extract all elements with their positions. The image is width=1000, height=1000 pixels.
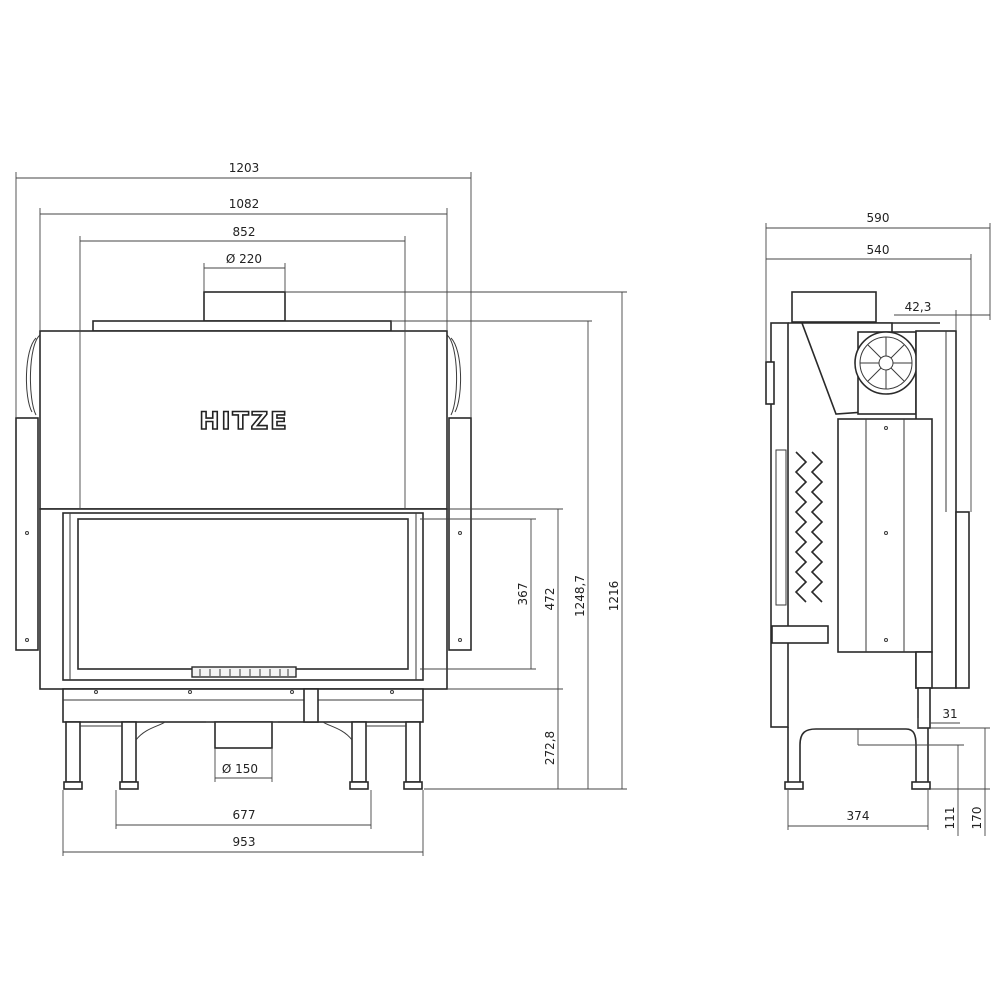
dim-glass-height: 367	[516, 583, 530, 606]
heat-exchanger	[775, 449, 824, 606]
front-legs	[63, 721, 423, 790]
glass-door	[77, 518, 409, 670]
dim-inlet-top-height: 170	[970, 807, 984, 830]
side-dimensions: 590 540 42,3 31 374 111 170	[765, 211, 991, 836]
dim-door-width: 852	[233, 225, 256, 239]
dim-rear-offset: 42,3	[905, 300, 932, 314]
air-inlet-duct	[214, 721, 273, 749]
dim-overall-depth: 590	[867, 211, 890, 225]
side-flue-collar	[791, 291, 877, 323]
dim-overall-height: 1216	[607, 581, 621, 612]
flue-collar	[203, 291, 286, 322]
dim-inlet-height: 111	[943, 807, 957, 830]
dim-flue-diameter: Ø 220	[226, 252, 262, 266]
dim-base-width: 953	[233, 835, 256, 849]
dim-body-depth: 540	[867, 243, 890, 257]
dim-base-height: 272,8	[543, 731, 557, 765]
front-dimensions: 1203 1082 852 Ø 220 367 472 272,8 1248,7	[15, 161, 627, 856]
upper-hood	[39, 330, 448, 510]
dim-overall-width: 1203	[229, 161, 260, 175]
base-plinth	[62, 688, 424, 723]
side-view	[765, 291, 970, 790]
dim-leg-spacing: 677	[233, 808, 256, 822]
ash-grate	[191, 666, 297, 678]
dim-foot-depth: 374	[847, 809, 870, 823]
dim-opening-height: 472	[543, 588, 557, 611]
top-rail	[92, 320, 392, 332]
dim-body-width: 1082	[229, 197, 260, 211]
brand-logo: HITZE	[199, 407, 288, 435]
dim-outlet-height: 1248,7	[573, 575, 587, 617]
side-legs	[787, 727, 929, 782]
side-air-box	[771, 625, 829, 644]
fan-unit	[854, 331, 918, 415]
side-firebox	[837, 418, 933, 653]
dim-air-inlet-diameter: Ø 150	[222, 762, 258, 776]
front-view: HITZE	[15, 291, 472, 790]
dim-small-offset: 31	[942, 707, 957, 721]
